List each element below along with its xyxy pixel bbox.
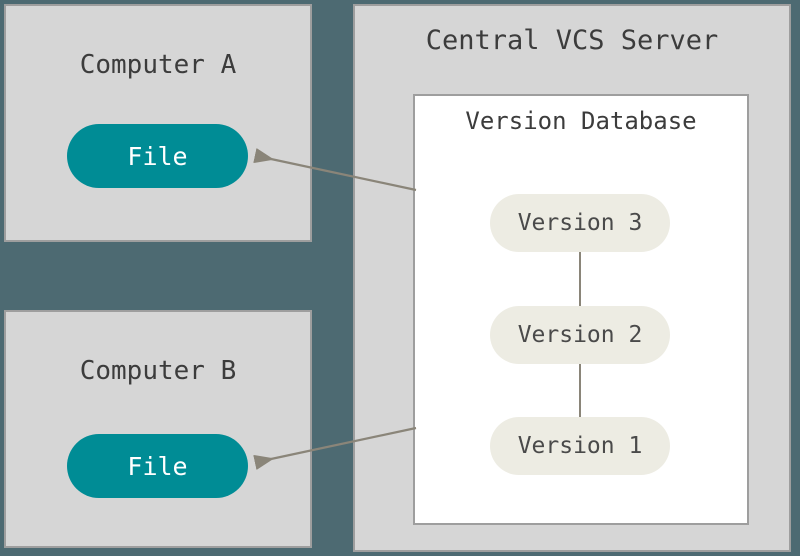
central-vcs-server-title: Central VCS Server <box>425 25 719 56</box>
version-node-3[interactable]: Version 3 <box>490 194 670 252</box>
computer-b-panel <box>4 310 312 548</box>
computer-a-file-node[interactable]: File <box>67 124 248 188</box>
version-node-1-label: Version 1 <box>517 433 643 459</box>
computer-b-file-node[interactable]: File <box>67 434 248 498</box>
computer-a-file-label: File <box>127 141 188 171</box>
computer-b-title: Computer B <box>79 356 237 386</box>
computer-a-title: Computer A <box>79 50 237 80</box>
computer-b-file-label: File <box>127 451 188 481</box>
arrow-server-to-computer-a <box>253 148 417 192</box>
computer-a-panel <box>4 4 312 242</box>
version-node-2[interactable]: Version 2 <box>490 306 670 364</box>
arrow-server-to-computer-b <box>253 426 417 470</box>
version-node-3-label: Version 3 <box>517 210 643 236</box>
version-database-title: Version Database <box>465 107 697 135</box>
version-node-2-label: Version 2 <box>517 322 643 348</box>
version-node-1[interactable]: Version 1 <box>490 417 670 475</box>
